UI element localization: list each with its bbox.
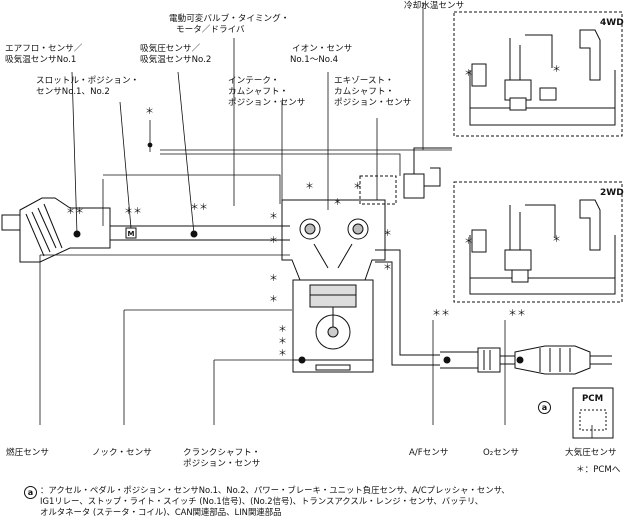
legend-marker-a: a (24, 486, 37, 499)
ion-sensor-label-line1: イオン・センサ (292, 44, 353, 54)
maf-label-line1: エアフロ・センサ／ (5, 44, 83, 54)
intake-cam-label-line2: カムシャフト・ (228, 87, 289, 97)
box-2wd (453, 181, 623, 303)
exhaust-cam-label-line2: カムシャフト・ (334, 87, 395, 97)
star-marker: ＊＊ (190, 203, 209, 213)
pcm-box (572, 387, 614, 439)
ion-sensor-label-line2: No.1〜No.4 (290, 55, 339, 65)
star-marker: ＊＊ (432, 309, 451, 319)
star-marker: ＊ (464, 237, 474, 247)
intake-cam-label-line1: インテーク・ (228, 76, 280, 86)
star-marker: ＊ (383, 263, 393, 273)
star-marker: ＊ (269, 274, 279, 284)
af-sensor-label: A/Fセンサ (409, 448, 449, 458)
crank-sensor-label-line2: ポジション・センサ (183, 459, 261, 469)
map-label-line1: 吸気圧センサ／ (140, 44, 201, 54)
crank-sensor-label-line1: クランクシャフト・ (183, 448, 261, 458)
legend-text: ：アクセル・ペダル・ポジション・センサNo.1、No.2、パワー・ブレーキ・ユニ… (40, 485, 510, 518)
tps-label-line1: スロットル・ポジション・ (36, 76, 140, 86)
pcm-label: PCM (582, 394, 604, 404)
star-marker: ＊ (269, 212, 279, 222)
tps-label-line2: センサNo.1、No.2 (36, 87, 110, 97)
star-marker: ＊＊ (508, 309, 527, 319)
svg-text:M: M (128, 230, 135, 238)
star-marker: ＊＊ (66, 207, 85, 217)
star-marker: ＊ (145, 107, 155, 117)
ovc-motor-label-line2: モータ／ドライバ (176, 25, 245, 35)
leader-lines (39, 2, 593, 438)
map-label-line2: 吸気温センサNo.2 (140, 55, 212, 65)
star-marker: ＊ (269, 236, 279, 246)
baro-sensor-label: 大気圧センサ (565, 448, 617, 458)
star-marker: ＊ (353, 182, 363, 192)
o2-sensor-label: O₂センサ (483, 448, 519, 458)
air-cleaner (1, 197, 111, 263)
star-marker: ＊ (278, 325, 288, 335)
box-2wd-title: 2WD (600, 188, 624, 198)
star-marker: ＊ (552, 65, 562, 75)
star-marker: ＊ (269, 295, 279, 305)
star-marker: ＊ (333, 198, 343, 208)
engine-block (281, 199, 386, 373)
knock-sensor-label: ノック・センサ (92, 448, 152, 458)
box-4wd-title: 4WD (600, 18, 624, 28)
star-marker: ＊ (383, 229, 393, 239)
legend-line-1: ：アクセル・ペダル・ポジション・センサNo.1、No.2、パワー・ブレーキ・ユニ… (40, 485, 510, 495)
wire-harness (102, 120, 452, 226)
star-marker: ＊ (305, 182, 315, 192)
box-4wd (453, 11, 623, 137)
coolant-sensor-body (403, 147, 452, 199)
star-marker: ＊＊ (124, 207, 143, 217)
exhaust-cam-label-line1: エキゾースト・ (334, 76, 394, 86)
star-marker: ＊ (278, 349, 288, 359)
pcm-note: ＊：PCMへ (576, 465, 621, 475)
intake-cam-label-line3: ポジション・センサ (228, 98, 306, 108)
fuel-pressure-sensor-label: 燃圧センサ (6, 448, 49, 458)
star-marker: ＊ (278, 337, 288, 347)
ovc-motor-label-line1: 電動可変バルブ・タイミング・ (169, 14, 290, 24)
maf-label-line2: 吸気温センサNo.1 (5, 55, 77, 65)
legend-line-2: IG1リレー、ストップ・ライト・スイッチ (No.1信号)、(No.2信号)、ト… (40, 496, 484, 506)
marker-a-circle: a (538, 401, 551, 414)
intake-pipe: M (73, 225, 290, 241)
star-marker: ＊ (552, 235, 562, 245)
exhaust-cam-label-line3: ポジション・センサ (334, 98, 412, 108)
legend-line-3: オルタネータ (ステータ・コイル)、CAN関連部品、LIN関連部品 (40, 507, 282, 517)
star-marker: ＊ (464, 69, 474, 79)
exhaust-system (375, 249, 612, 375)
coolant-temp-sensor-label: 冷却水温センサ (404, 1, 465, 11)
